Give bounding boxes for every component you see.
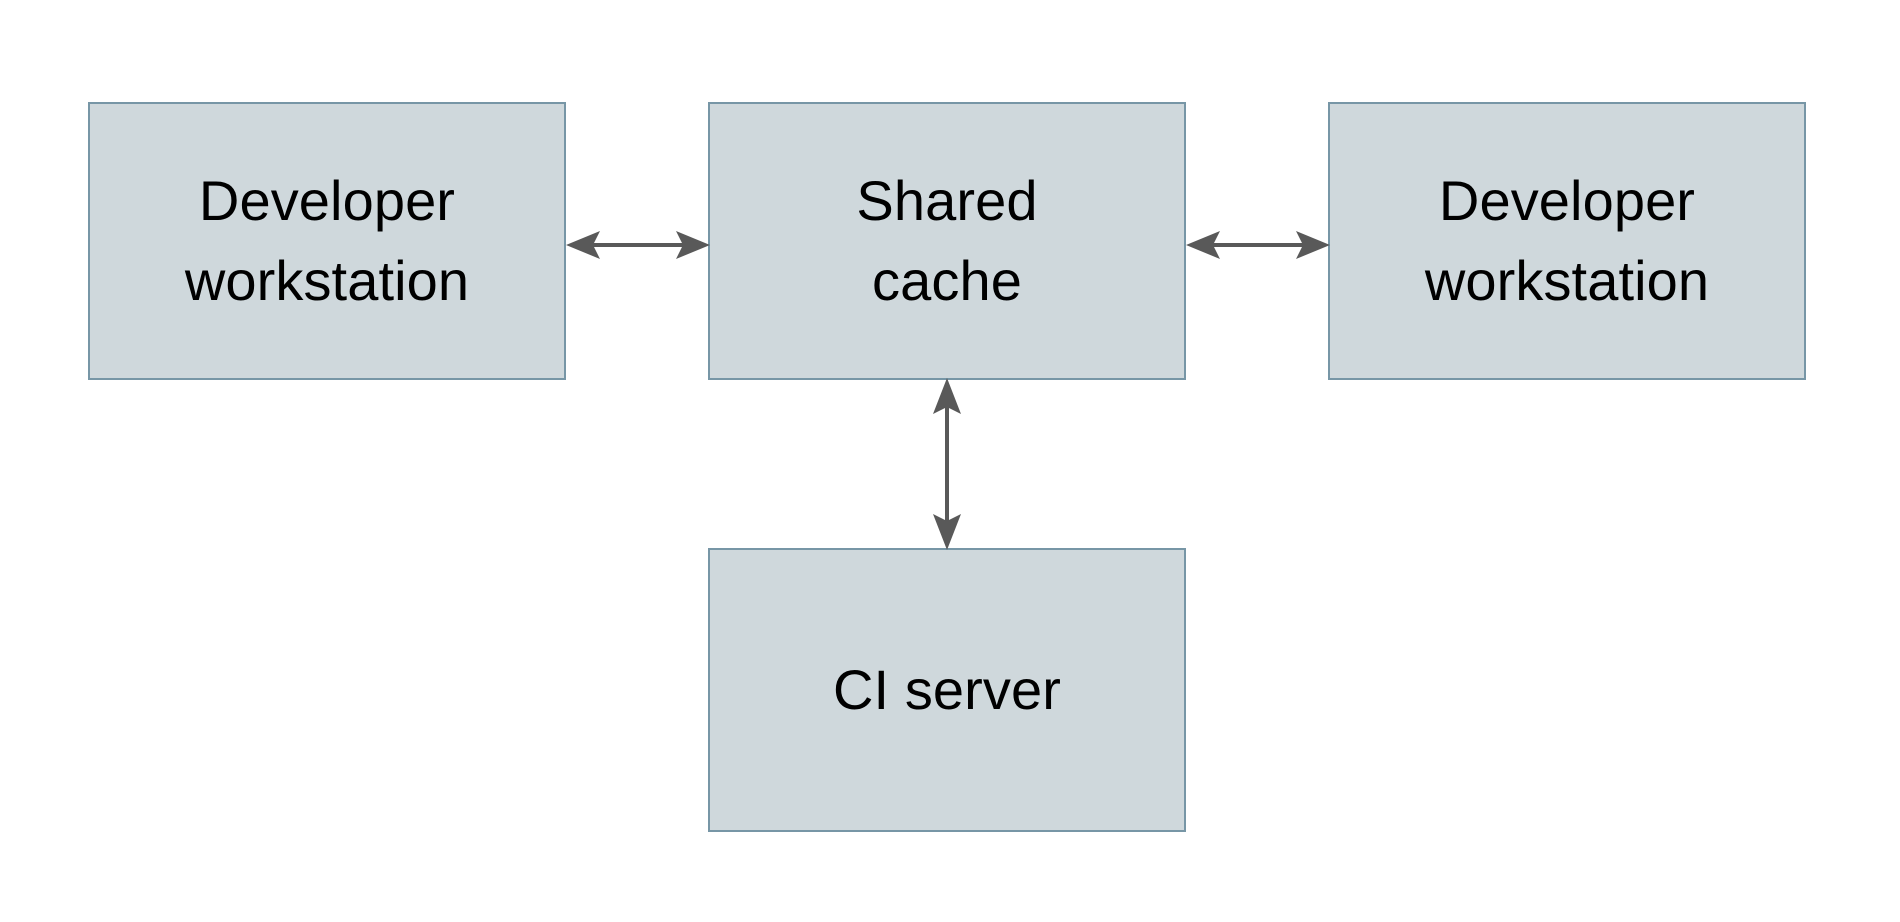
connector-dev-left-to-cache[interactable] <box>560 205 716 285</box>
node-label-ci-server: CI server <box>832 658 1062 722</box>
double-arrow-icon-vertical <box>933 378 961 550</box>
node-developer-workstation-right[interactable]: Developer workstation <box>1328 102 1806 380</box>
node-label-developer-workstation-left: Developer workstation <box>184 169 470 312</box>
double-arrow-icon-horizontal-left <box>566 231 710 259</box>
double-arrow-icon-horizontal-right <box>1186 231 1330 259</box>
node-developer-workstation-left[interactable]: Developer workstation <box>88 102 566 380</box>
node-shared-cache[interactable]: Shared cache <box>708 102 1186 380</box>
node-label-shared-cache: Shared cache <box>856 169 1038 312</box>
connector-cache-to-ci-server[interactable] <box>907 372 987 556</box>
node-label-developer-workstation-right: Developer workstation <box>1424 169 1710 312</box>
connector-cache-to-dev-right[interactable] <box>1180 205 1336 285</box>
node-ci-server[interactable]: CI server <box>708 548 1186 832</box>
